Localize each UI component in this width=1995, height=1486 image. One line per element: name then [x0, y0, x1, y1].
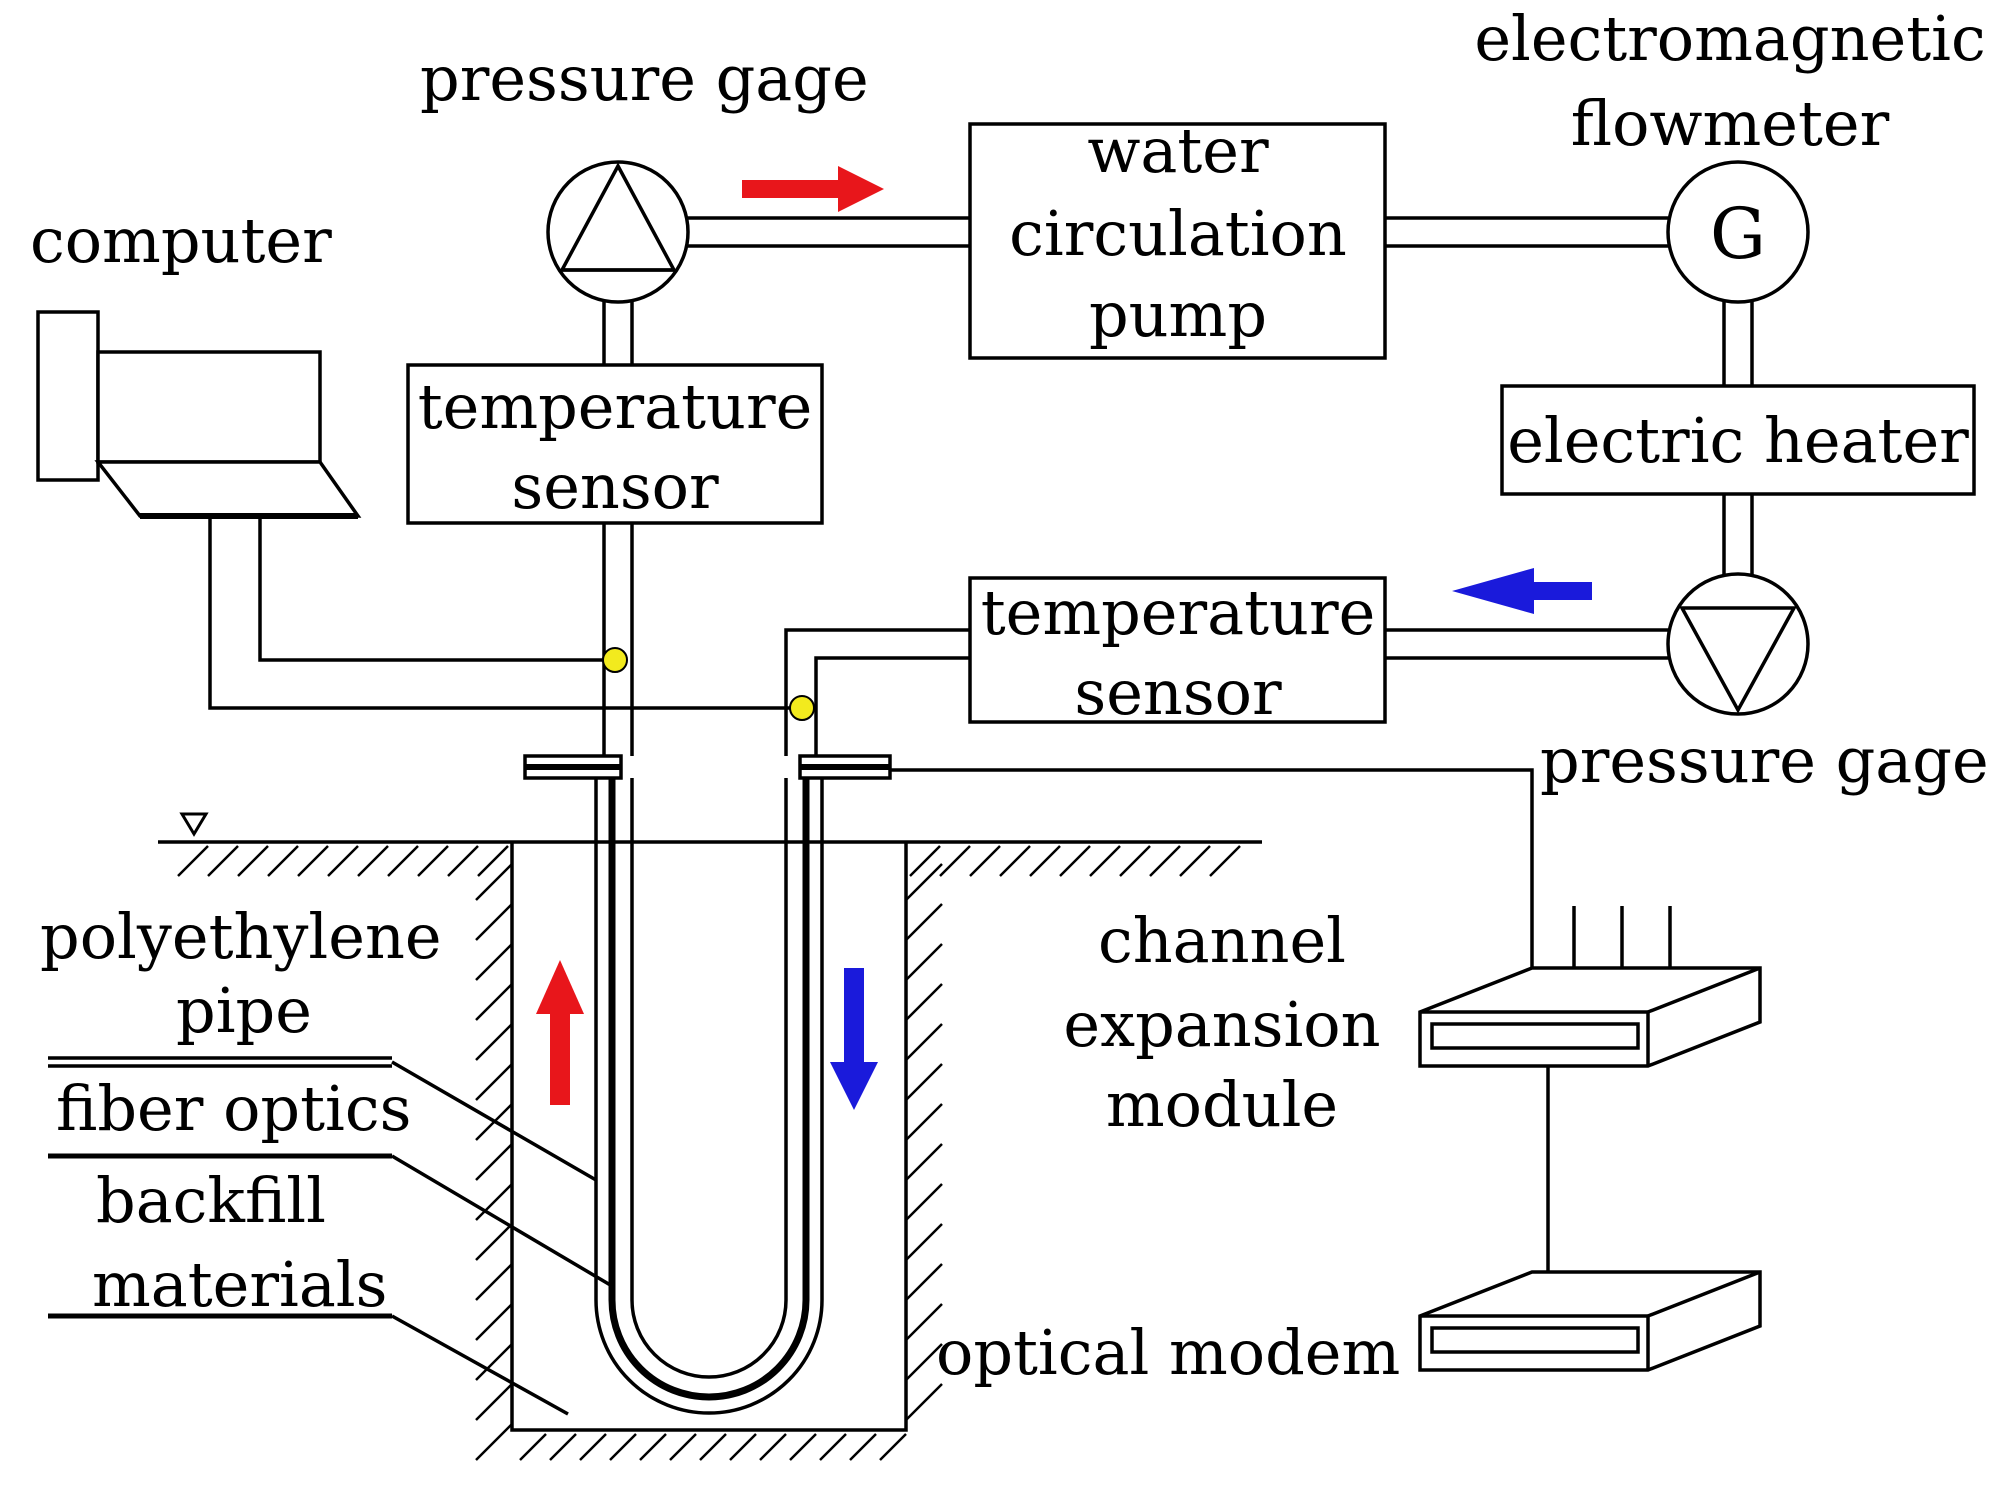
- computer-label: computer: [30, 204, 332, 277]
- cold-flow-arrow-down: [830, 968, 878, 1110]
- water-circulation-pump-box: [968, 122, 1387, 360]
- left-vertical-pipe-lower: [602, 523, 634, 756]
- pressure-gage-top-label: pressure gage: [420, 42, 869, 115]
- pipe-flange-left: [523, 754, 623, 780]
- temperature-sensor-right-label: sensor: [1074, 656, 1282, 729]
- left-vertical-pipe-upper: [602, 302, 634, 365]
- right-vertical-pipe-upper: [1722, 302, 1754, 386]
- fiber-optics-leader: [48, 1153, 613, 1288]
- temperature-sensor-right-box: [968, 576, 1387, 724]
- hot-flow-arrow-top: [742, 166, 884, 212]
- polyethylene-pipe-label: polyethylene: [40, 900, 442, 973]
- temperature-sensor-left-label: temperature: [418, 370, 813, 443]
- borehole: [510, 842, 908, 1432]
- outlet-pipe: [784, 628, 970, 756]
- electromagnetic-flowmeter: [1666, 160, 1810, 304]
- channel-expansion-module-label: expansion: [1063, 988, 1380, 1061]
- computer-cables: [208, 516, 796, 710]
- flowmeter-symbol: G: [1710, 193, 1766, 275]
- water-circulation-pump-label: circulation: [1009, 197, 1347, 270]
- pipe-flange-right: [798, 754, 892, 780]
- electromagnetic-flowmeter-label: flowmeter: [1571, 87, 1890, 160]
- polyethylene-pipe-label: pipe: [176, 974, 312, 1047]
- ground-hatch: [177, 845, 1241, 1461]
- backfill-materials-leader: [48, 1313, 569, 1416]
- pressure-gage-top: [546, 160, 690, 304]
- optical-modem-icon: [1418, 1270, 1762, 1372]
- water-circulation-pump-label: pump: [1089, 278, 1267, 351]
- channel-expansion-module-label: module: [1106, 1068, 1338, 1141]
- pressure-gage-bottom: [1666, 572, 1810, 716]
- sensor-dot: [602, 647, 628, 673]
- fiber-optics-label: fiber optics: [56, 1072, 411, 1145]
- temperature-sensor-left-label: sensor: [511, 450, 719, 523]
- ground-surface: [158, 812, 1262, 844]
- polyethylene-pipe-leader: [48, 1056, 597, 1182]
- optical-modem-label: optical modem: [936, 1316, 1400, 1389]
- temperature-sensor-right-label: temperature: [981, 576, 1376, 649]
- pressure-gage-bottom-label: pressure gage: [1540, 724, 1989, 797]
- computer-icon: [36, 310, 362, 519]
- water-circulation-pump-label: water: [1087, 114, 1269, 187]
- electromagnetic-flowmeter-label: electromagnetic: [1474, 2, 1985, 75]
- fiber-optic-line: [890, 768, 1534, 968]
- return-pipe-horizontal: [1385, 628, 1668, 660]
- electric-heater-box: [1500, 384, 1976, 496]
- backfill-materials-label: backfill: [96, 1164, 326, 1237]
- sensor-dot: [789, 695, 815, 721]
- u-tube-pipe: [594, 778, 824, 1415]
- cold-flow-arrow-right: [1452, 568, 1592, 614]
- top-pipe: [688, 216, 1668, 248]
- channel-expansion-module-icon: [1418, 906, 1762, 1068]
- right-vertical-pipe-lower: [1722, 494, 1754, 578]
- backfill-materials-label: materials: [92, 1248, 387, 1321]
- hot-flow-arrow-up: [536, 960, 584, 1105]
- channel-expansion-module-label: channel: [1098, 904, 1346, 977]
- temperature-sensor-left-box: [406, 363, 824, 525]
- electric-heater-label: electric heater: [1507, 404, 1969, 477]
